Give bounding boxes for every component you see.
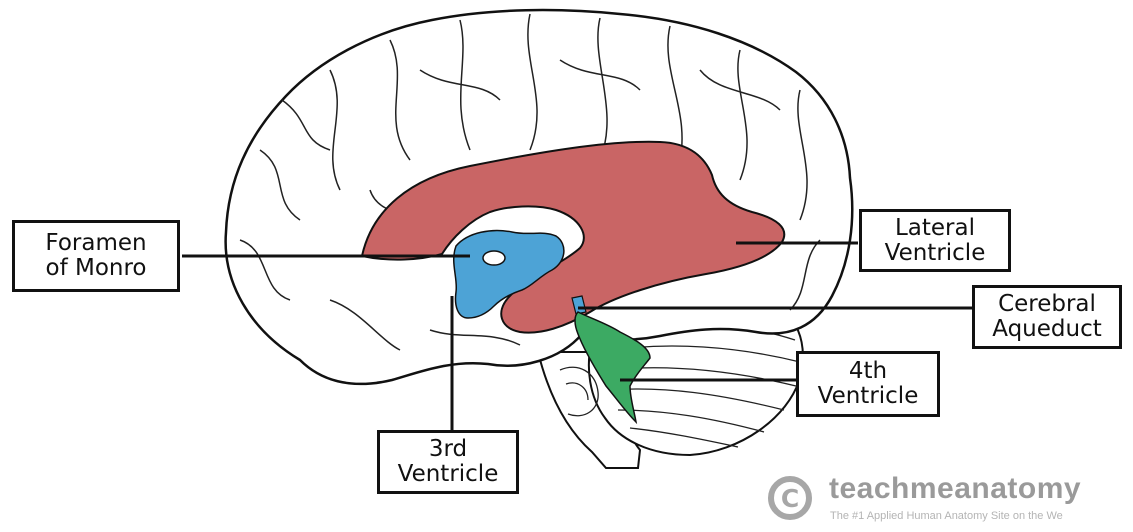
label-cerebral-aqueduct: Cerebral Aqueduct <box>972 285 1122 349</box>
copyright-icon: C <box>768 476 812 520</box>
label-text: Cerebral <box>998 292 1096 317</box>
label-text: Lateral <box>895 216 975 241</box>
watermark-tagline: The #1 Applied Human Anatomy Site on the… <box>830 510 1063 522</box>
label-text: Ventricle <box>885 241 986 266</box>
label-text: of Monro <box>46 256 147 281</box>
label-third-ventricle: 3rd Ventricle <box>377 430 519 494</box>
watermark-name: teachmeanatomy <box>829 472 1081 506</box>
label-text: 3rd <box>429 437 467 462</box>
label-foramen-of-monro: Foramen of Monro <box>12 220 180 292</box>
label-lateral-ventricle: Lateral Ventricle <box>859 209 1011 272</box>
copyright-symbol: C <box>774 482 806 514</box>
label-text: Aqueduct <box>992 317 1102 342</box>
interthalamic-adhesion <box>483 251 505 265</box>
label-text: 4th <box>849 359 887 384</box>
teachmeanatomy-watermark: C teachmeanatomy The #1 Applied Human An… <box>762 472 1133 528</box>
label-fourth-ventricle: 4th Ventricle <box>796 351 940 417</box>
label-text: Foramen <box>45 231 146 256</box>
label-text: Ventricle <box>398 462 499 487</box>
label-text: Ventricle <box>818 384 919 409</box>
